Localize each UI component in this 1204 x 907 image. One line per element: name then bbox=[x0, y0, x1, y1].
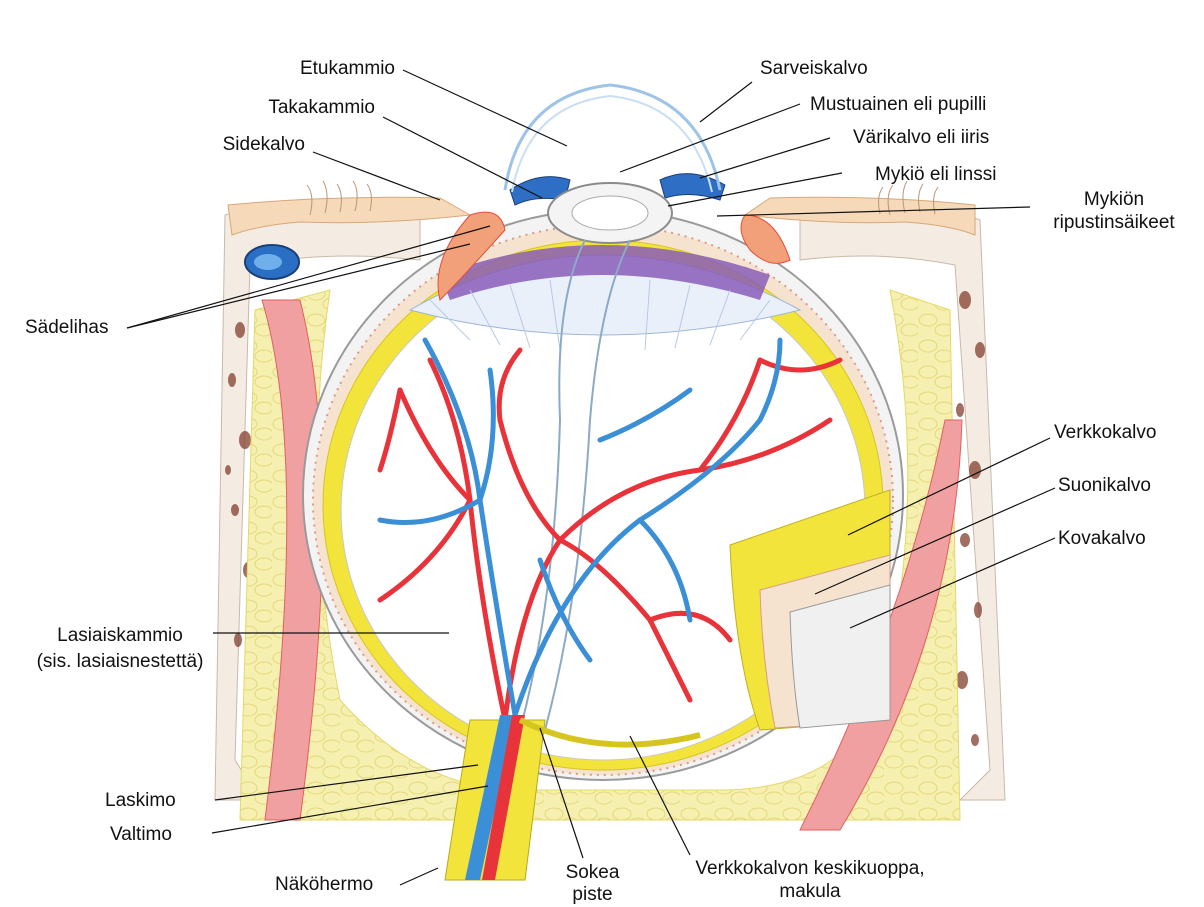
label-kovakalvo: Kovakalvo bbox=[1058, 528, 1146, 550]
label-ripustin-line2: ripustinsäikeet bbox=[1040, 212, 1188, 234]
label-mustuainen: Mustuainen eli pupilli bbox=[810, 94, 986, 116]
label-makula-line2: makula bbox=[660, 881, 960, 903]
label-sadelihas: Sädelihas bbox=[25, 317, 108, 339]
label-suonikalvo: Suonikalvo bbox=[1058, 475, 1151, 497]
label-nakohermo: Näköhermo bbox=[275, 874, 373, 896]
label-valtimo: Valtimo bbox=[110, 824, 172, 846]
label-sidekalvo: Sidekalvo bbox=[170, 134, 305, 156]
label-takakammio: Takakammio bbox=[220, 97, 375, 119]
label-etukammio: Etukammio bbox=[250, 58, 395, 80]
label-sarveiskalvo: Sarveiskalvo bbox=[760, 58, 868, 80]
label-lasiaiskammio-line2: (sis. lasiaisnestettä) bbox=[20, 651, 220, 673]
label-verkkokalvo: Verkkokalvo bbox=[1054, 422, 1156, 444]
label-mykio: Mykiö eli linssi bbox=[875, 164, 996, 186]
label-varikalvo: Värikalvo eli iiris bbox=[853, 127, 989, 149]
label-makula-line1: Verkkokalvon keskikuoppa, bbox=[660, 858, 960, 880]
label-lasiaiskammio-line1: Lasiaiskammio bbox=[20, 625, 220, 647]
label-ripustin-line1: Mykiön bbox=[1040, 189, 1188, 211]
iris-right bbox=[660, 174, 725, 200]
label-laskimo: Laskimo bbox=[105, 790, 176, 812]
label-sokea-line2: piste bbox=[550, 884, 635, 906]
label-sokea-line1: Sokea bbox=[550, 862, 635, 884]
